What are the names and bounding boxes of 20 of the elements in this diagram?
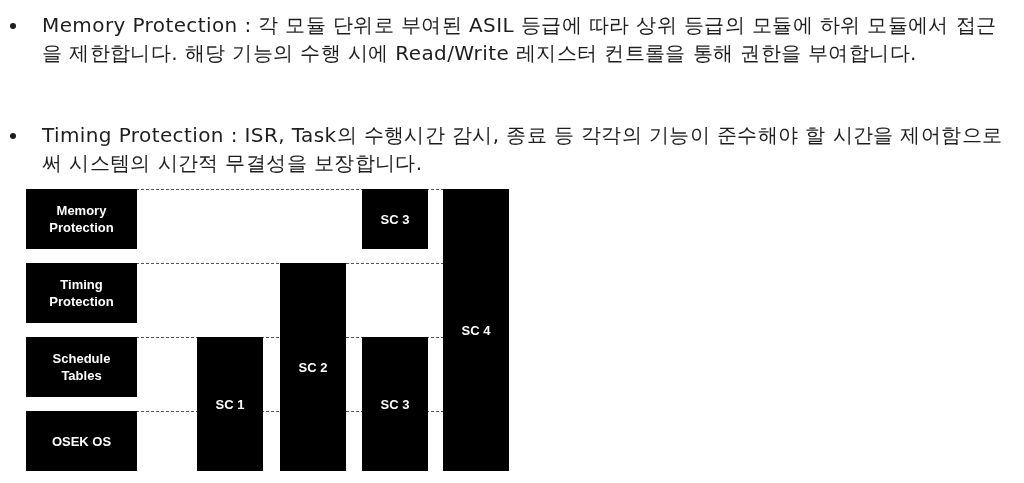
class-label: SC 4 bbox=[461, 321, 491, 339]
feature-box bbox=[26, 263, 137, 323]
class-label: SC 2 bbox=[298, 358, 328, 376]
class-label: SC 3 bbox=[380, 395, 410, 413]
class-label: SC 1 bbox=[215, 395, 245, 413]
class-bar bbox=[197, 337, 263, 471]
feature-box bbox=[26, 189, 137, 249]
bullet-text: Timing Protection : ISR, Task의 수행시간 감시, 종료 등 각각의 기능이 준수해야 할 시간을 제어함으로써 시스템의 시간적 무결성을 보장합니다. bbox=[42, 122, 1004, 177]
class-label: SC 3 bbox=[380, 210, 410, 228]
class-bar bbox=[362, 189, 428, 249]
class-bar bbox=[443, 189, 509, 471]
feature-label: Timing Protection bbox=[48, 276, 115, 310]
feature-box bbox=[26, 337, 137, 397]
bullet-text: Memory Protection : 각 모듈 단위로 부여된 ASIL 등급에 따라 상위 등급의 모듈에 하위 모듈에서 접근을 제한합니다. 해당 기능의 수행 시에 Read/Write 레지스터 컨트롤을 통해 권한을 부여합니다. bbox=[42, 12, 998, 67]
feature-label: Schedule Tables bbox=[51, 350, 112, 384]
class-bar bbox=[362, 337, 428, 471]
feature-label: OSEK OS bbox=[51, 432, 112, 450]
feature-label: Memory Protection bbox=[48, 202, 115, 236]
feature-box bbox=[26, 411, 137, 471]
class-bar bbox=[280, 263, 346, 471]
